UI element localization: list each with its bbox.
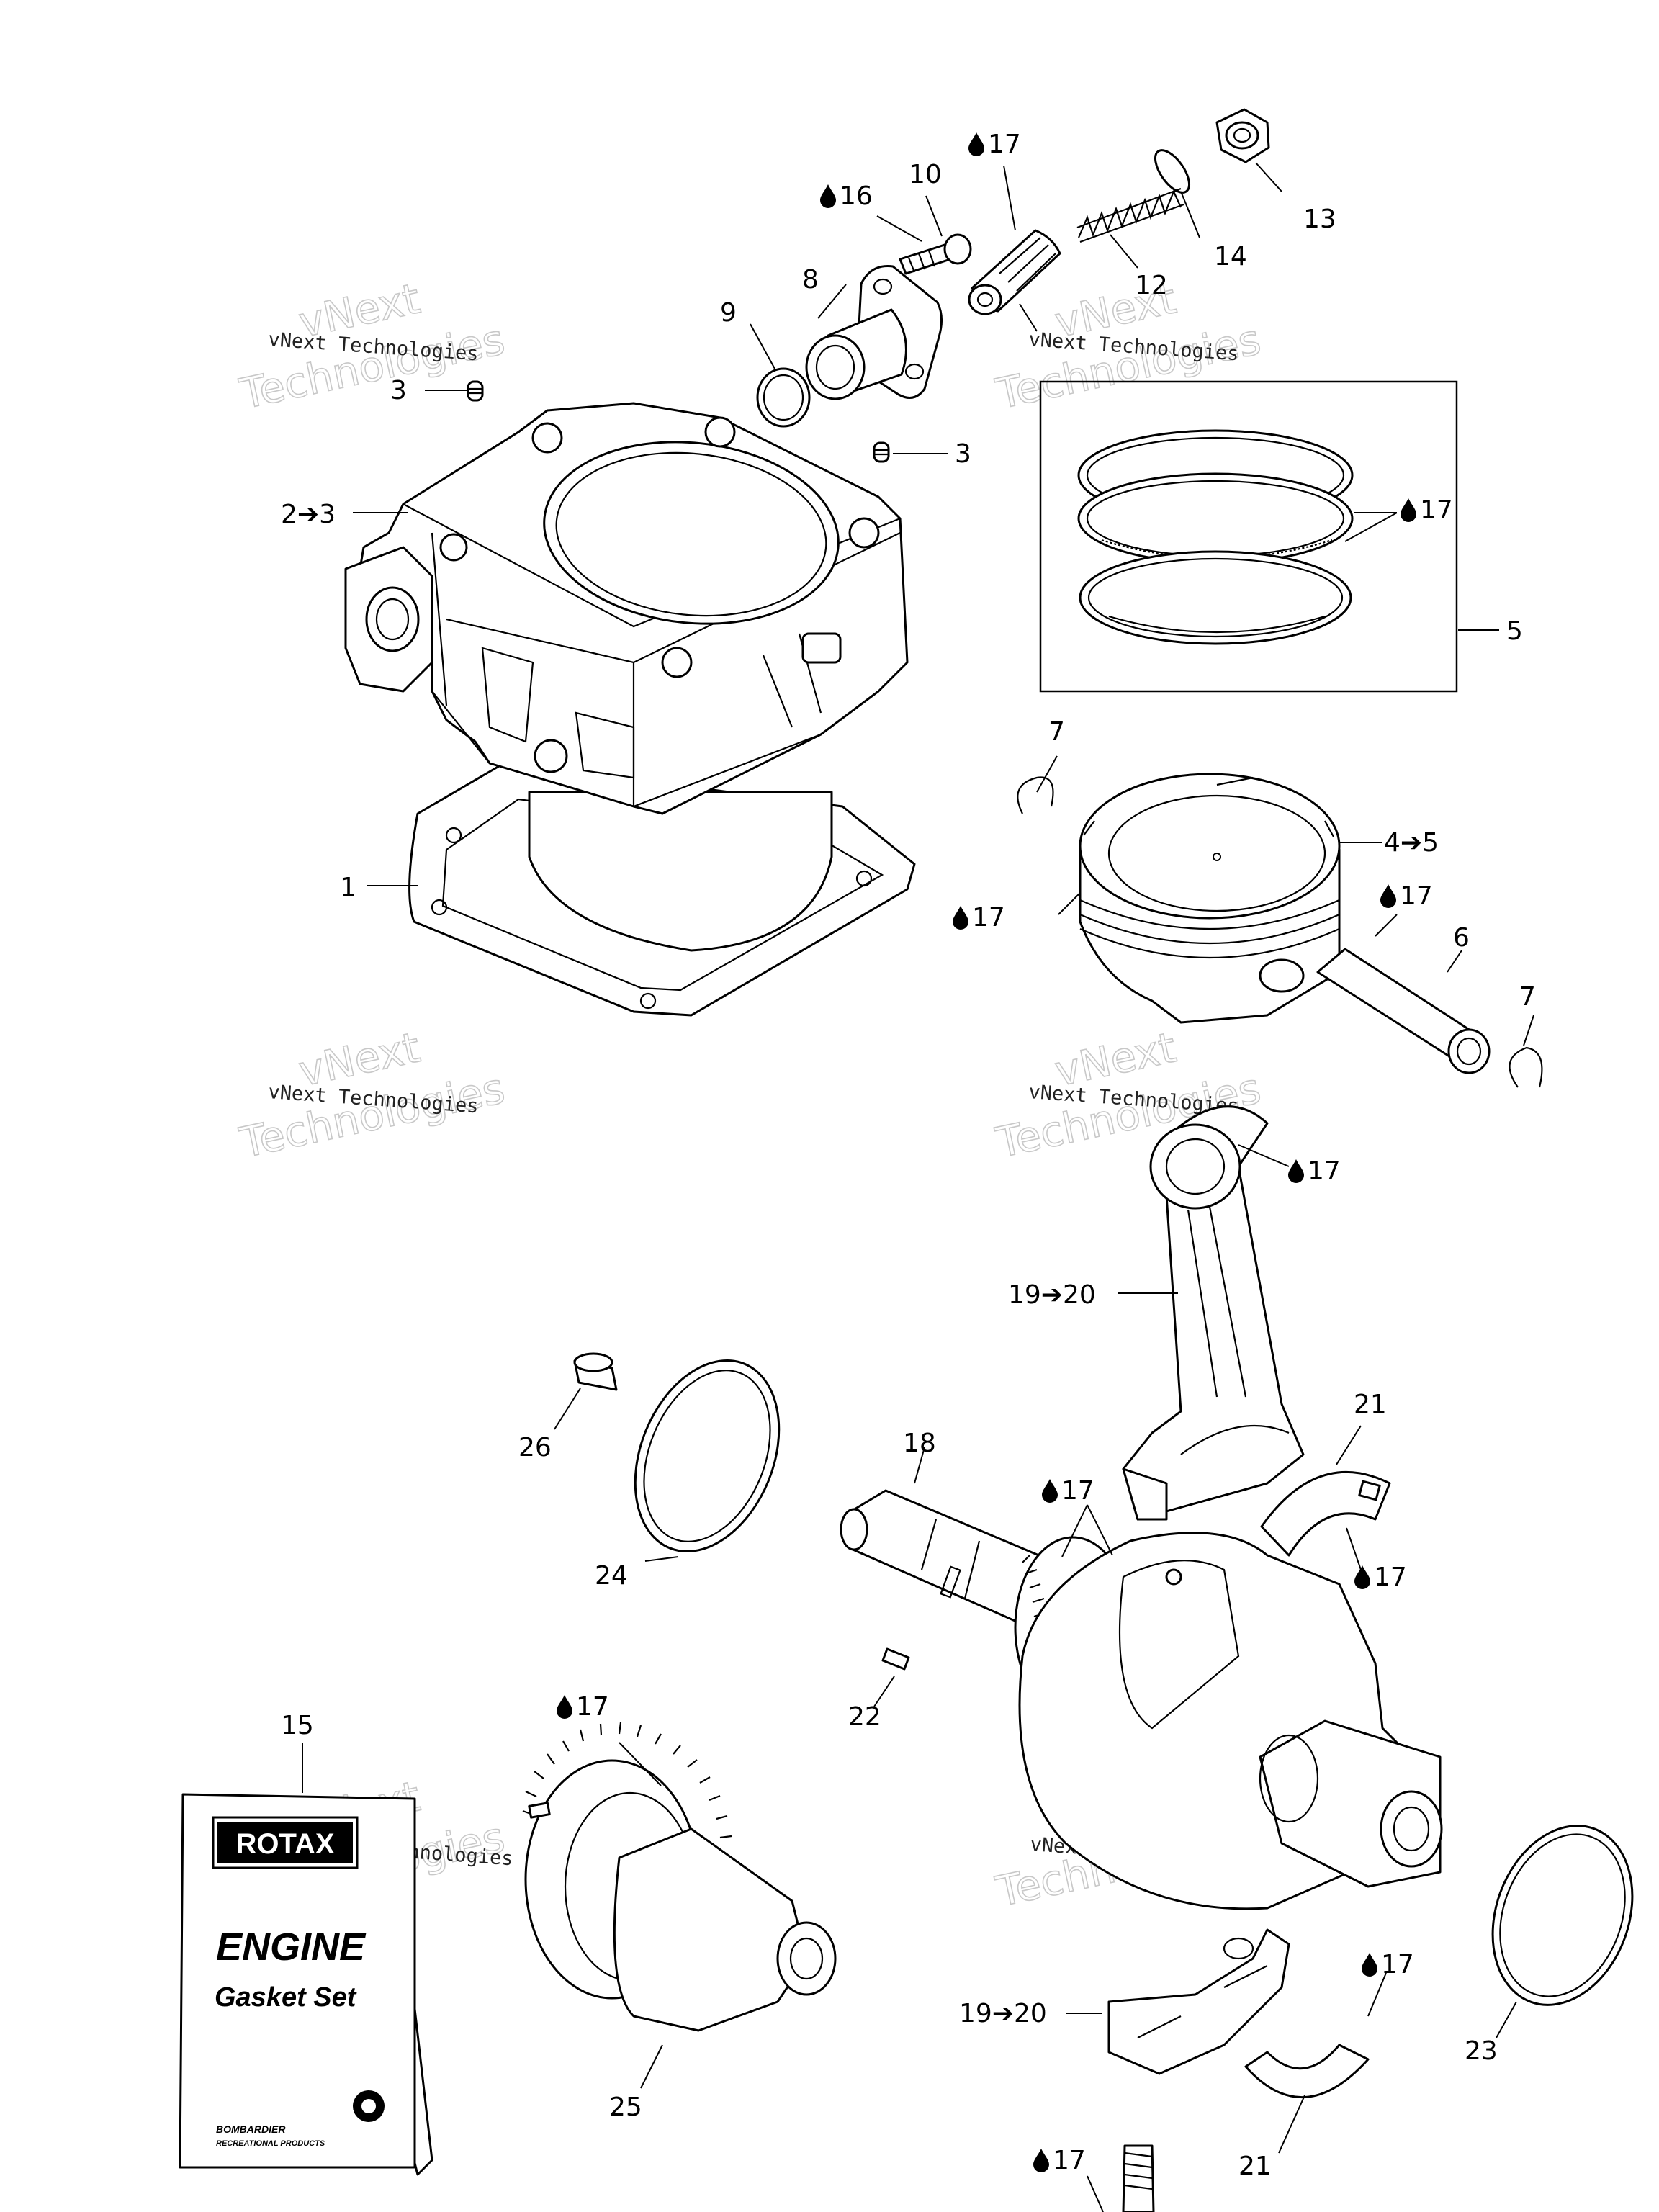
part-9-o-ring bbox=[756, 367, 811, 428]
label-part-22: 22 bbox=[848, 1702, 881, 1732]
part-8-tensioner-housing bbox=[805, 265, 943, 400]
part-20-rod-cap bbox=[1107, 1928, 1290, 2075]
lubricant-label: 17 bbox=[1380, 881, 1433, 911]
part-25-balance-shaft bbox=[522, 1722, 837, 2032]
part-labels: 13 14 12 10 8 9 3 3 2➔3 1 5 4➔5 7 7 6 19… bbox=[281, 160, 1536, 2181]
part-12-spring bbox=[1076, 187, 1184, 243]
part-14-o-ring bbox=[1154, 149, 1190, 194]
part-23-thrust-washer bbox=[1491, 1825, 1634, 2006]
manual-title: ENGINE bbox=[216, 1925, 367, 1969]
manual-subtitle: Gasket Set bbox=[215, 1982, 357, 2013]
label-part-1: 1 bbox=[340, 873, 356, 902]
label-part-9: 9 bbox=[720, 298, 737, 328]
lubricant-label: 17 bbox=[557, 1692, 609, 1722]
oil-drop-icon bbox=[1401, 498, 1416, 522]
label-part-4: 4➔5 bbox=[1384, 828, 1439, 858]
part-24-thrust-washer bbox=[634, 1359, 781, 1553]
label-part-18: 18 bbox=[903, 1429, 936, 1458]
lubricant-label: 17 bbox=[968, 130, 1021, 159]
lubricant-label: 17 bbox=[1042, 1476, 1094, 1506]
svg-text:17: 17 bbox=[1374, 1563, 1407, 1592]
label-part-26: 26 bbox=[518, 1433, 552, 1462]
label-part-6: 6 bbox=[1453, 923, 1470, 953]
oil-drop-icon bbox=[1288, 1159, 1304, 1183]
oil-drop-icon bbox=[953, 906, 968, 930]
label-part-25: 25 bbox=[609, 2092, 642, 2122]
part-18-crankshaft bbox=[840, 1489, 1443, 1910]
lubricant-label: 17 bbox=[1354, 1563, 1407, 1592]
label-part-2: 2➔3 bbox=[281, 500, 336, 529]
lubricant-label: 17 bbox=[1288, 1156, 1341, 1186]
part-3-dowel bbox=[467, 380, 484, 402]
lubricant-label: 17 bbox=[1401, 495, 1453, 525]
svg-text:17: 17 bbox=[988, 130, 1021, 159]
part-26-bushing bbox=[573, 1352, 618, 1391]
lubricant-label: 17 bbox=[953, 903, 1005, 932]
svg-text:17: 17 bbox=[1420, 495, 1453, 525]
oil-drop-icon bbox=[1042, 1479, 1058, 1503]
part-22-woodruff-key bbox=[881, 1647, 910, 1671]
stud-bolt bbox=[1122, 2144, 1155, 2212]
lubricant-labels: 16 17 17 17 17 17 17 17 bbox=[557, 130, 1453, 2175]
leader-lines bbox=[302, 162, 1534, 2212]
part-17-tensioner-plunger bbox=[968, 229, 1061, 315]
svg-text:17: 17 bbox=[1381, 1950, 1414, 1979]
part-3-dowel bbox=[873, 441, 890, 463]
label-part-21: 21 bbox=[1354, 1390, 1387, 1419]
label-part-15: 15 bbox=[281, 1711, 314, 1740]
label-part-14: 14 bbox=[1214, 242, 1247, 271]
manual-brand: ROTAX bbox=[235, 1828, 334, 1860]
manual-maker-sub: RECREATIONAL PRODUCTS bbox=[216, 2139, 325, 2148]
label-part-10: 10 bbox=[909, 160, 942, 189]
label-part-23: 23 bbox=[1465, 2036, 1498, 2066]
oil-drop-icon bbox=[968, 132, 984, 156]
label-part-8: 8 bbox=[802, 265, 819, 295]
manual-maker: BOMBARDIER bbox=[216, 2123, 286, 2135]
svg-text:17: 17 bbox=[1400, 881, 1433, 911]
label-part-19: 19➔20 bbox=[1008, 1280, 1096, 1310]
svg-text:17: 17 bbox=[1061, 1476, 1094, 1506]
part-2-cylinder bbox=[344, 402, 916, 1017]
label-part-7: 7 bbox=[1048, 717, 1065, 747]
label-part-21: 21 bbox=[1238, 2152, 1272, 2181]
svg-text:17: 17 bbox=[1053, 2146, 1086, 2175]
part-10-screw bbox=[899, 233, 972, 275]
label-part-19: 19➔20 bbox=[959, 1999, 1047, 2028]
part-7-circlip bbox=[1509, 1046, 1543, 1088]
label-part-5: 5 bbox=[1506, 616, 1523, 646]
oil-drop-icon bbox=[1380, 884, 1396, 908]
part-19-connecting-rod bbox=[1122, 1105, 1305, 1521]
part-6-piston-pin bbox=[1316, 948, 1491, 1074]
part-7-circlip bbox=[1017, 776, 1054, 814]
svg-text:17: 17 bbox=[972, 903, 1005, 932]
part-13-plug bbox=[1215, 108, 1270, 163]
part-21-bearing-half bbox=[1244, 2044, 1370, 2098]
oil-drop-icon bbox=[1354, 1565, 1370, 1589]
lubricant-label: 17 bbox=[1033, 2146, 1086, 2175]
lubricant-label: 16 bbox=[820, 181, 873, 211]
label-part-7: 7 bbox=[1519, 982, 1536, 1012]
svg-text:17: 17 bbox=[1308, 1156, 1341, 1186]
part-5-ring-set-frame bbox=[1039, 380, 1458, 693]
label-part-24: 24 bbox=[595, 1561, 628, 1591]
oil-drop-icon bbox=[557, 1695, 572, 1719]
svg-text:17: 17 bbox=[576, 1692, 609, 1722]
oil-drop-icon bbox=[1033, 2149, 1049, 2172]
part-4-piston bbox=[1079, 773, 1341, 1024]
part-21-bearing-half bbox=[1260, 1470, 1391, 1557]
label-part-13: 13 bbox=[1303, 204, 1336, 234]
label-part-12: 12 bbox=[1135, 271, 1168, 300]
label-part-3: 3 bbox=[390, 376, 407, 405]
oil-drop-icon bbox=[1362, 1953, 1377, 1977]
svg-text:16: 16 bbox=[840, 181, 873, 211]
lubricant-label: 17 bbox=[1362, 1950, 1414, 1979]
label-part-3: 3 bbox=[955, 439, 971, 469]
part-15-engine-gasket-set-manual: ROTAX ENGINE Gasket Set BOMBARDIER RECRE… bbox=[179, 1793, 433, 2176]
oil-drop-icon bbox=[820, 184, 836, 208]
part-5-piston-rings bbox=[1077, 429, 1354, 645]
